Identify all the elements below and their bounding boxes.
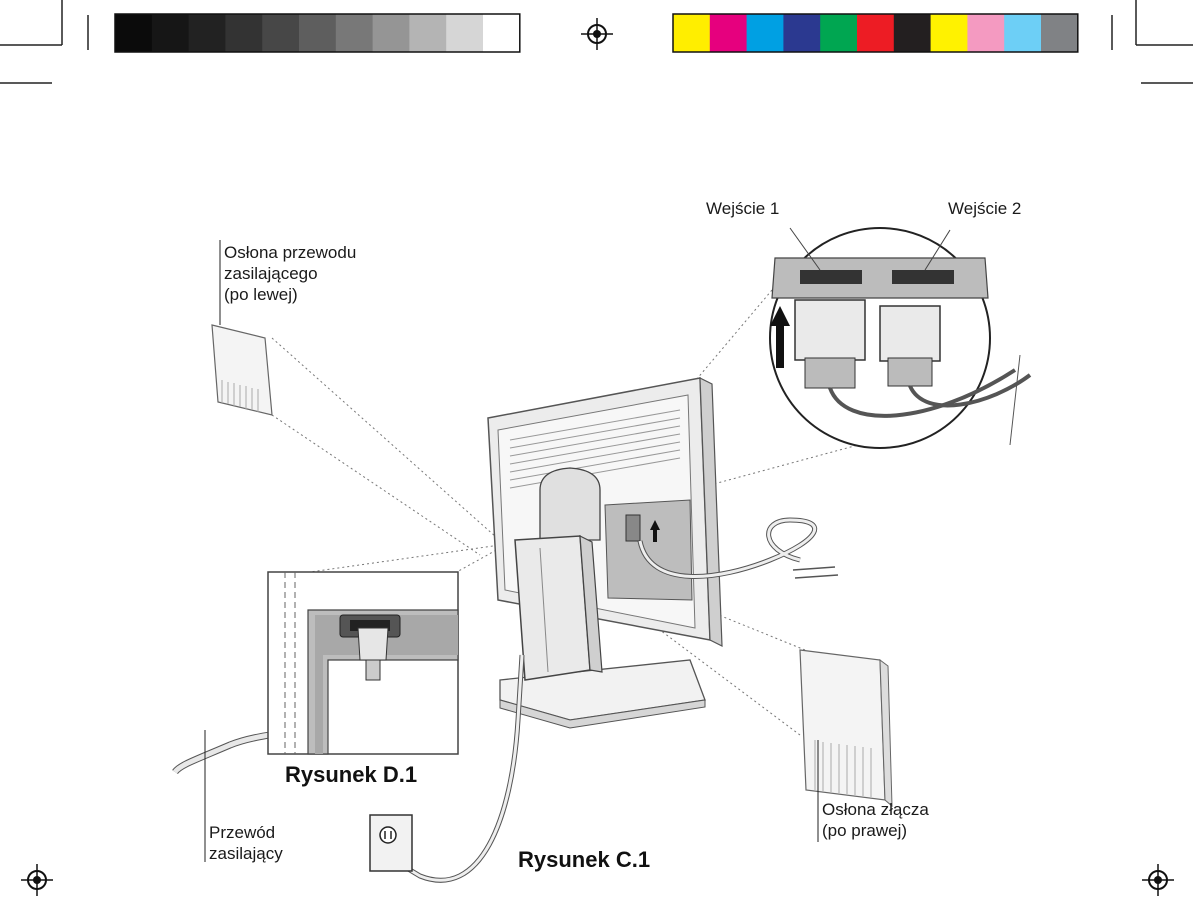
- figure-caption-c1: Rysunek C.1: [518, 847, 651, 872]
- gray-swatch-7: [335, 14, 373, 52]
- color-swatch-1: [673, 14, 711, 52]
- color-swatch-9: [967, 14, 1005, 52]
- color-swatch-3: [746, 14, 784, 52]
- gray-swatch-2: [151, 14, 189, 52]
- inset-connectors-magnified: [769, 227, 1032, 449]
- connector-cover-right-piece: [799, 649, 893, 808]
- grayscale-calibration-bar: [114, 13, 521, 53]
- label-power-cord-line1: Przewód: [209, 823, 276, 842]
- color-swatch-6: [857, 14, 895, 52]
- gray-swatch-8: [372, 14, 410, 52]
- registration-mark-top: [581, 18, 613, 50]
- gray-swatch-11: [483, 14, 521, 52]
- gray-swatch-10: [446, 14, 484, 52]
- label-cable-cover-left-line3: (po lewej): [224, 285, 298, 304]
- label-connector-cover-right: Osłona złącza (po prawej): [822, 799, 929, 841]
- gray-swatch-3: [188, 14, 226, 52]
- figure-caption-d1: Rysunek D.1: [285, 762, 418, 787]
- crop-marks: [0, 0, 1193, 84]
- label-input-2: Wejście 2: [948, 199, 1022, 218]
- gray-swatch-5: [262, 14, 300, 52]
- color-swatch-2: [709, 14, 747, 52]
- color-bar-outline: [672, 13, 1079, 53]
- label-power-cord: Przewód zasilający: [209, 822, 283, 864]
- monitor-illustration: [487, 377, 839, 729]
- label-leaders: [204, 240, 819, 862]
- color-swatch-10: [1004, 14, 1042, 52]
- color-swatch-8: [930, 14, 968, 52]
- color-swatch-11: [1041, 14, 1079, 52]
- registration-mark-left: [21, 864, 53, 896]
- gray-swatch-9: [409, 14, 447, 52]
- label-power-cord-line2: zasilający: [209, 844, 283, 863]
- gray-swatch-4: [225, 14, 263, 52]
- label-cable-cover-left: Osłona przewodu zasilającego (po lewej): [224, 242, 356, 305]
- gray-swatch-1: [115, 14, 153, 52]
- wall-outlet: [369, 814, 413, 872]
- label-input-1: Wejście 1: [706, 199, 780, 218]
- label-cable-cover-left-line2: zasilającego: [224, 264, 318, 283]
- label-connector-cover-right-line2: (po prawej): [822, 821, 908, 840]
- label-connector-cover-right-line1: Osłona złącza: [822, 800, 929, 819]
- registration-mark-right: [1142, 864, 1174, 896]
- color-calibration-bar: [672, 13, 1079, 53]
- gray-bar-outline: [114, 13, 521, 53]
- label-cable-cover-left-line1: Osłona przewodu: [224, 243, 357, 262]
- cable-cover-left-piece: [211, 324, 273, 416]
- color-swatch-4: [783, 14, 821, 52]
- color-swatch-5: [820, 14, 858, 52]
- color-swatch-7: [893, 14, 931, 52]
- gray-swatch-6: [299, 14, 337, 52]
- inset-figure-d1: [267, 571, 459, 755]
